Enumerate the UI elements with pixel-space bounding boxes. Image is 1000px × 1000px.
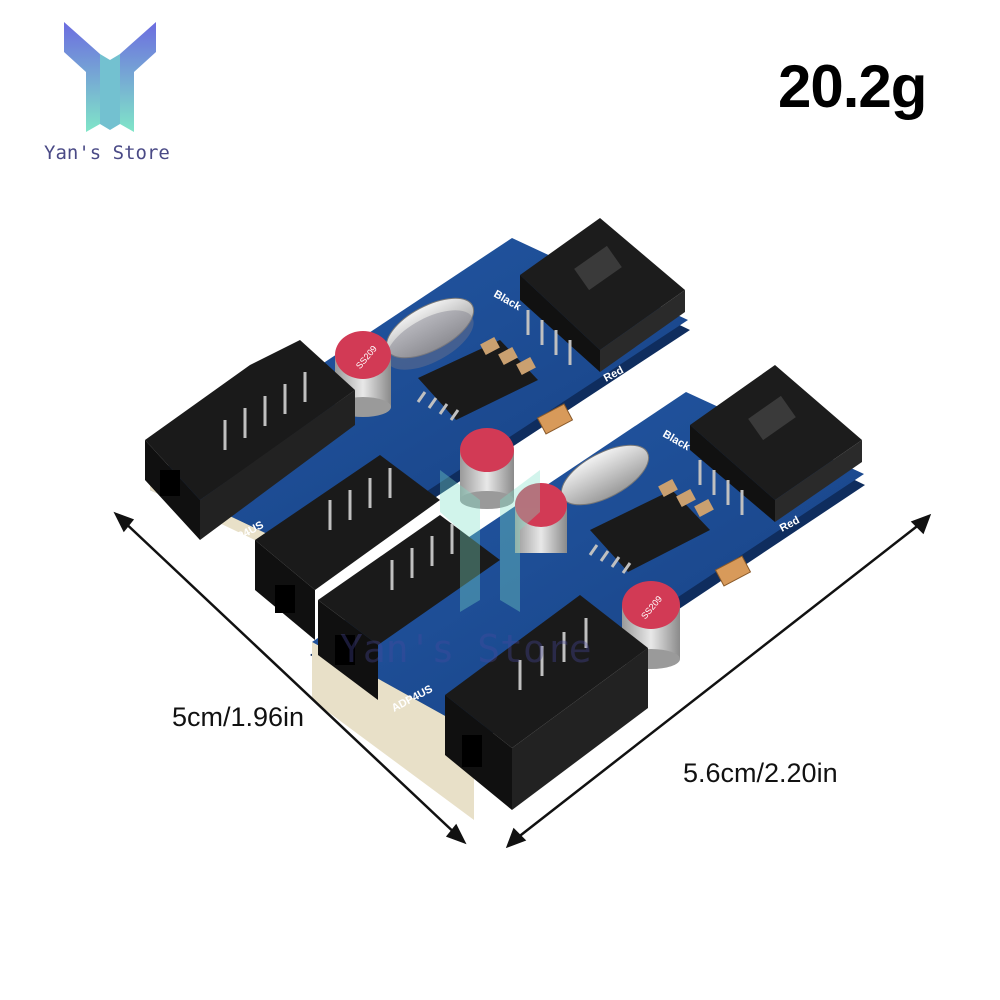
dimension-width-label: 5cm/1.96in [172,702,305,732]
board-b-components [560,444,752,587]
dimension-length-label: 5.6cm/2.20in [683,758,838,788]
store-logo [64,22,156,132]
board-b-fan-connector: Black Red [661,365,862,535]
board-b-usb-header [318,515,500,700]
dimension-arrow-right [505,513,932,849]
watermark-text: Yan's Store [340,627,592,671]
product-weight: 20.2g [778,53,927,120]
board-a-components [385,297,574,435]
watermark: Yan's Store [340,470,592,671]
store-name: Yan's Store [44,142,170,164]
board-a-fan-connector: Black Red [492,218,685,385]
dimension-arrow-left [113,511,467,845]
board-a-usb-header-2 [255,455,440,640]
